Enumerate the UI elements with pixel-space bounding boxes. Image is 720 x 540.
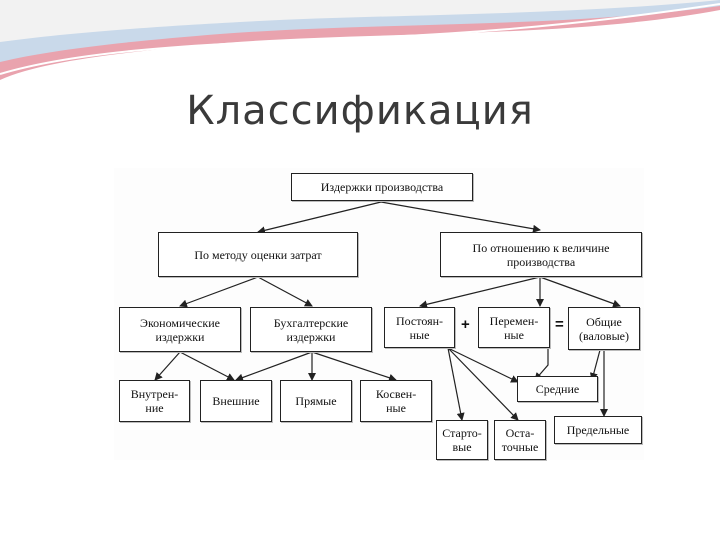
node-residual-costs: Оста- точные xyxy=(494,420,546,460)
node-internal-costs: Внутрен- ние xyxy=(119,380,190,422)
header-wave-decoration xyxy=(0,0,720,80)
node-startup-costs: Старто- вые xyxy=(436,420,488,460)
node-economic-costs: Экономические издержки xyxy=(119,307,241,352)
node-direct-costs: Прямые xyxy=(280,380,352,422)
node-indirect-costs: Косвен- ные xyxy=(360,380,432,422)
node-by-valuation-method: По методу оценки затрат xyxy=(158,232,358,277)
plus-operator: + xyxy=(461,316,470,333)
node-average-costs: Средние xyxy=(517,376,598,402)
node-fixed-costs: Постоян- ные xyxy=(384,307,455,348)
node-by-production-volume: По отношению к величине производства xyxy=(440,232,642,277)
node-production-costs: Издержки производства xyxy=(291,173,473,201)
node-marginal-costs: Предельные xyxy=(554,416,642,444)
node-total-costs: Общие (валовые) xyxy=(568,307,640,350)
slide-title: Классификация xyxy=(186,88,534,134)
equals-operator: = xyxy=(555,316,564,333)
node-accounting-costs: Бухгалтерские издержки xyxy=(250,307,372,352)
node-variable-costs: Перемен- ные xyxy=(478,307,550,348)
node-external-costs: Внешние xyxy=(200,380,272,422)
